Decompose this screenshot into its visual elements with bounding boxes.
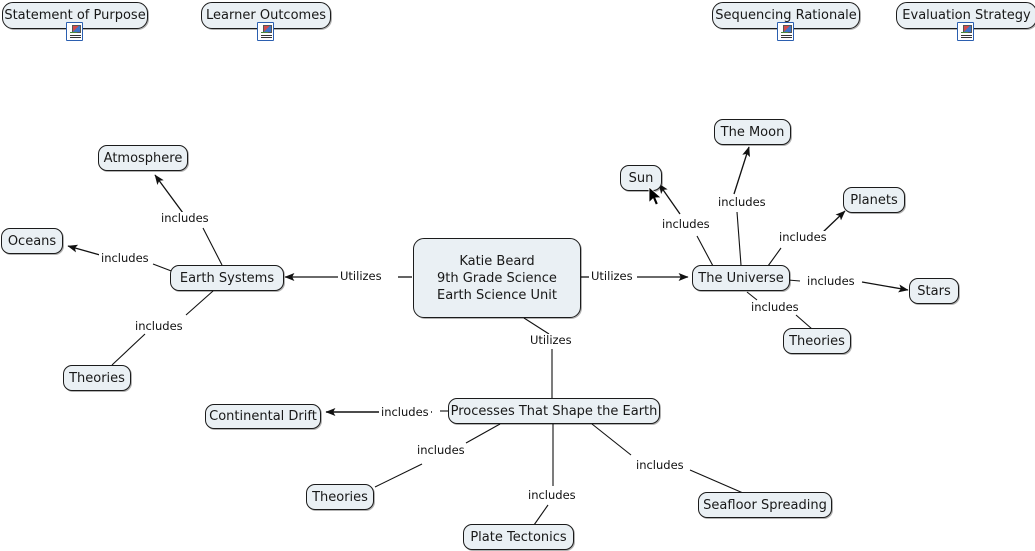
node-theories-universe[interactable]: Theories <box>783 328 851 354</box>
edge-universe-moon <box>736 211 742 266</box>
node-the-moon-label: The Moon <box>720 124 785 140</box>
node-seafloor-spreading-label: Seafloor Spreading <box>703 497 827 513</box>
center-node-label: Katie Beard 9th Grade Science Earth Scie… <box>437 253 557 303</box>
card-sequencing-rationale-label: Sequencing Rationale <box>715 8 857 23</box>
node-continental-drift[interactable]: Continental Drift <box>205 404 321 429</box>
edge-label-includes-theories-universe: includes <box>749 300 801 314</box>
edge-label-includes-plate-tectonics: includes <box>526 488 578 502</box>
card-statement-of-purpose[interactable]: Statement of Purpose <box>2 2 148 29</box>
node-theories-processes-label: Theories <box>312 489 368 505</box>
node-the-universe[interactable]: The Universe <box>692 265 790 291</box>
edge-label-utilizes-right: Utilizes <box>589 269 635 283</box>
node-the-universe-label: The Universe <box>698 270 784 286</box>
node-theories-earth-systems-label: Theories <box>69 370 125 386</box>
edge-label-includes-atmosphere: includes <box>159 211 211 225</box>
card-learner-outcomes-label: Learner Outcomes <box>206 8 326 23</box>
edge-universe-planets <box>767 247 782 267</box>
card-evaluation-strategy-label: Evaluation Strategy <box>902 8 1031 23</box>
edge-label-includes-oceans: includes <box>99 251 151 265</box>
node-oceans-label: Oceans <box>7 233 57 249</box>
node-seafloor-spreading[interactable]: Seafloor Spreading <box>698 492 832 518</box>
node-planets[interactable]: Planets <box>843 187 905 213</box>
node-atmosphere[interactable]: Atmosphere <box>98 145 188 171</box>
edge-label-utilizes-left: Utilizes <box>338 269 384 283</box>
document-note-icon[interactable] <box>257 22 274 41</box>
edge-universe-sun <box>696 235 714 267</box>
node-continental-drift-label: Continental Drift <box>209 409 317 424</box>
edge-label-utilizes-down: Utilizes <box>528 333 574 347</box>
edge-earthsystems-atmosphere <box>202 227 223 266</box>
document-note-icon[interactable] <box>957 22 974 41</box>
center-node[interactable]: Katie Beard 9th Grade Science Earth Scie… <box>413 238 581 318</box>
edge-label-includes-theories-earth: includes <box>133 319 185 333</box>
edge-center-processes <box>523 317 550 335</box>
node-earth-systems-label: Earth Systems <box>179 270 275 286</box>
node-oceans[interactable]: Oceans <box>1 228 63 254</box>
node-planets-label: Planets <box>850 192 898 208</box>
document-note-icon[interactable] <box>66 22 83 41</box>
edge-label-includes-stars: includes <box>805 274 857 288</box>
node-the-moon[interactable]: The Moon <box>714 119 791 145</box>
node-plate-tectonics-label: Plate Tectonics <box>470 529 567 545</box>
node-theories-earth-systems[interactable]: Theories <box>63 365 131 391</box>
edge-label-includes-theories-processes: includes <box>415 443 467 457</box>
edge-universe-theories <box>746 291 758 301</box>
node-theories-processes[interactable]: Theories <box>306 484 374 510</box>
edge-processes-seafloor <box>591 423 632 456</box>
card-evaluation-strategy[interactable]: Evaluation Strategy <box>896 2 1035 29</box>
node-stars-label: Stars <box>917 283 951 299</box>
edge-label-includes-planets: includes <box>777 230 829 244</box>
edge-processes-theories <box>465 423 501 444</box>
edge-earthsystems-theories <box>185 290 214 316</box>
node-sun-label: Sun <box>628 170 654 186</box>
node-processes-that-shape-the-earth[interactable]: Processes That Shape the Earth <box>448 398 660 424</box>
node-atmosphere-label: Atmosphere <box>103 150 183 166</box>
edge-label-includes-moon: includes <box>716 195 768 209</box>
card-statement-of-purpose-label: Statement of Purpose <box>4 8 146 23</box>
node-theories-universe-label: Theories <box>789 333 845 349</box>
document-note-icon[interactable] <box>777 22 794 41</box>
edge-label-includes-seafloor: includes <box>634 458 686 472</box>
node-earth-systems[interactable]: Earth Systems <box>170 265 284 291</box>
edge-label-includes-sun: includes <box>660 217 712 231</box>
node-sun[interactable]: Sun <box>620 165 662 191</box>
node-processes-label: Processes That Shape the Earth <box>450 403 658 419</box>
edge-label-includes-continental-drift: includes <box>379 405 431 419</box>
node-stars[interactable]: Stars <box>909 278 959 304</box>
node-plate-tectonics[interactable]: Plate Tectonics <box>463 524 574 550</box>
